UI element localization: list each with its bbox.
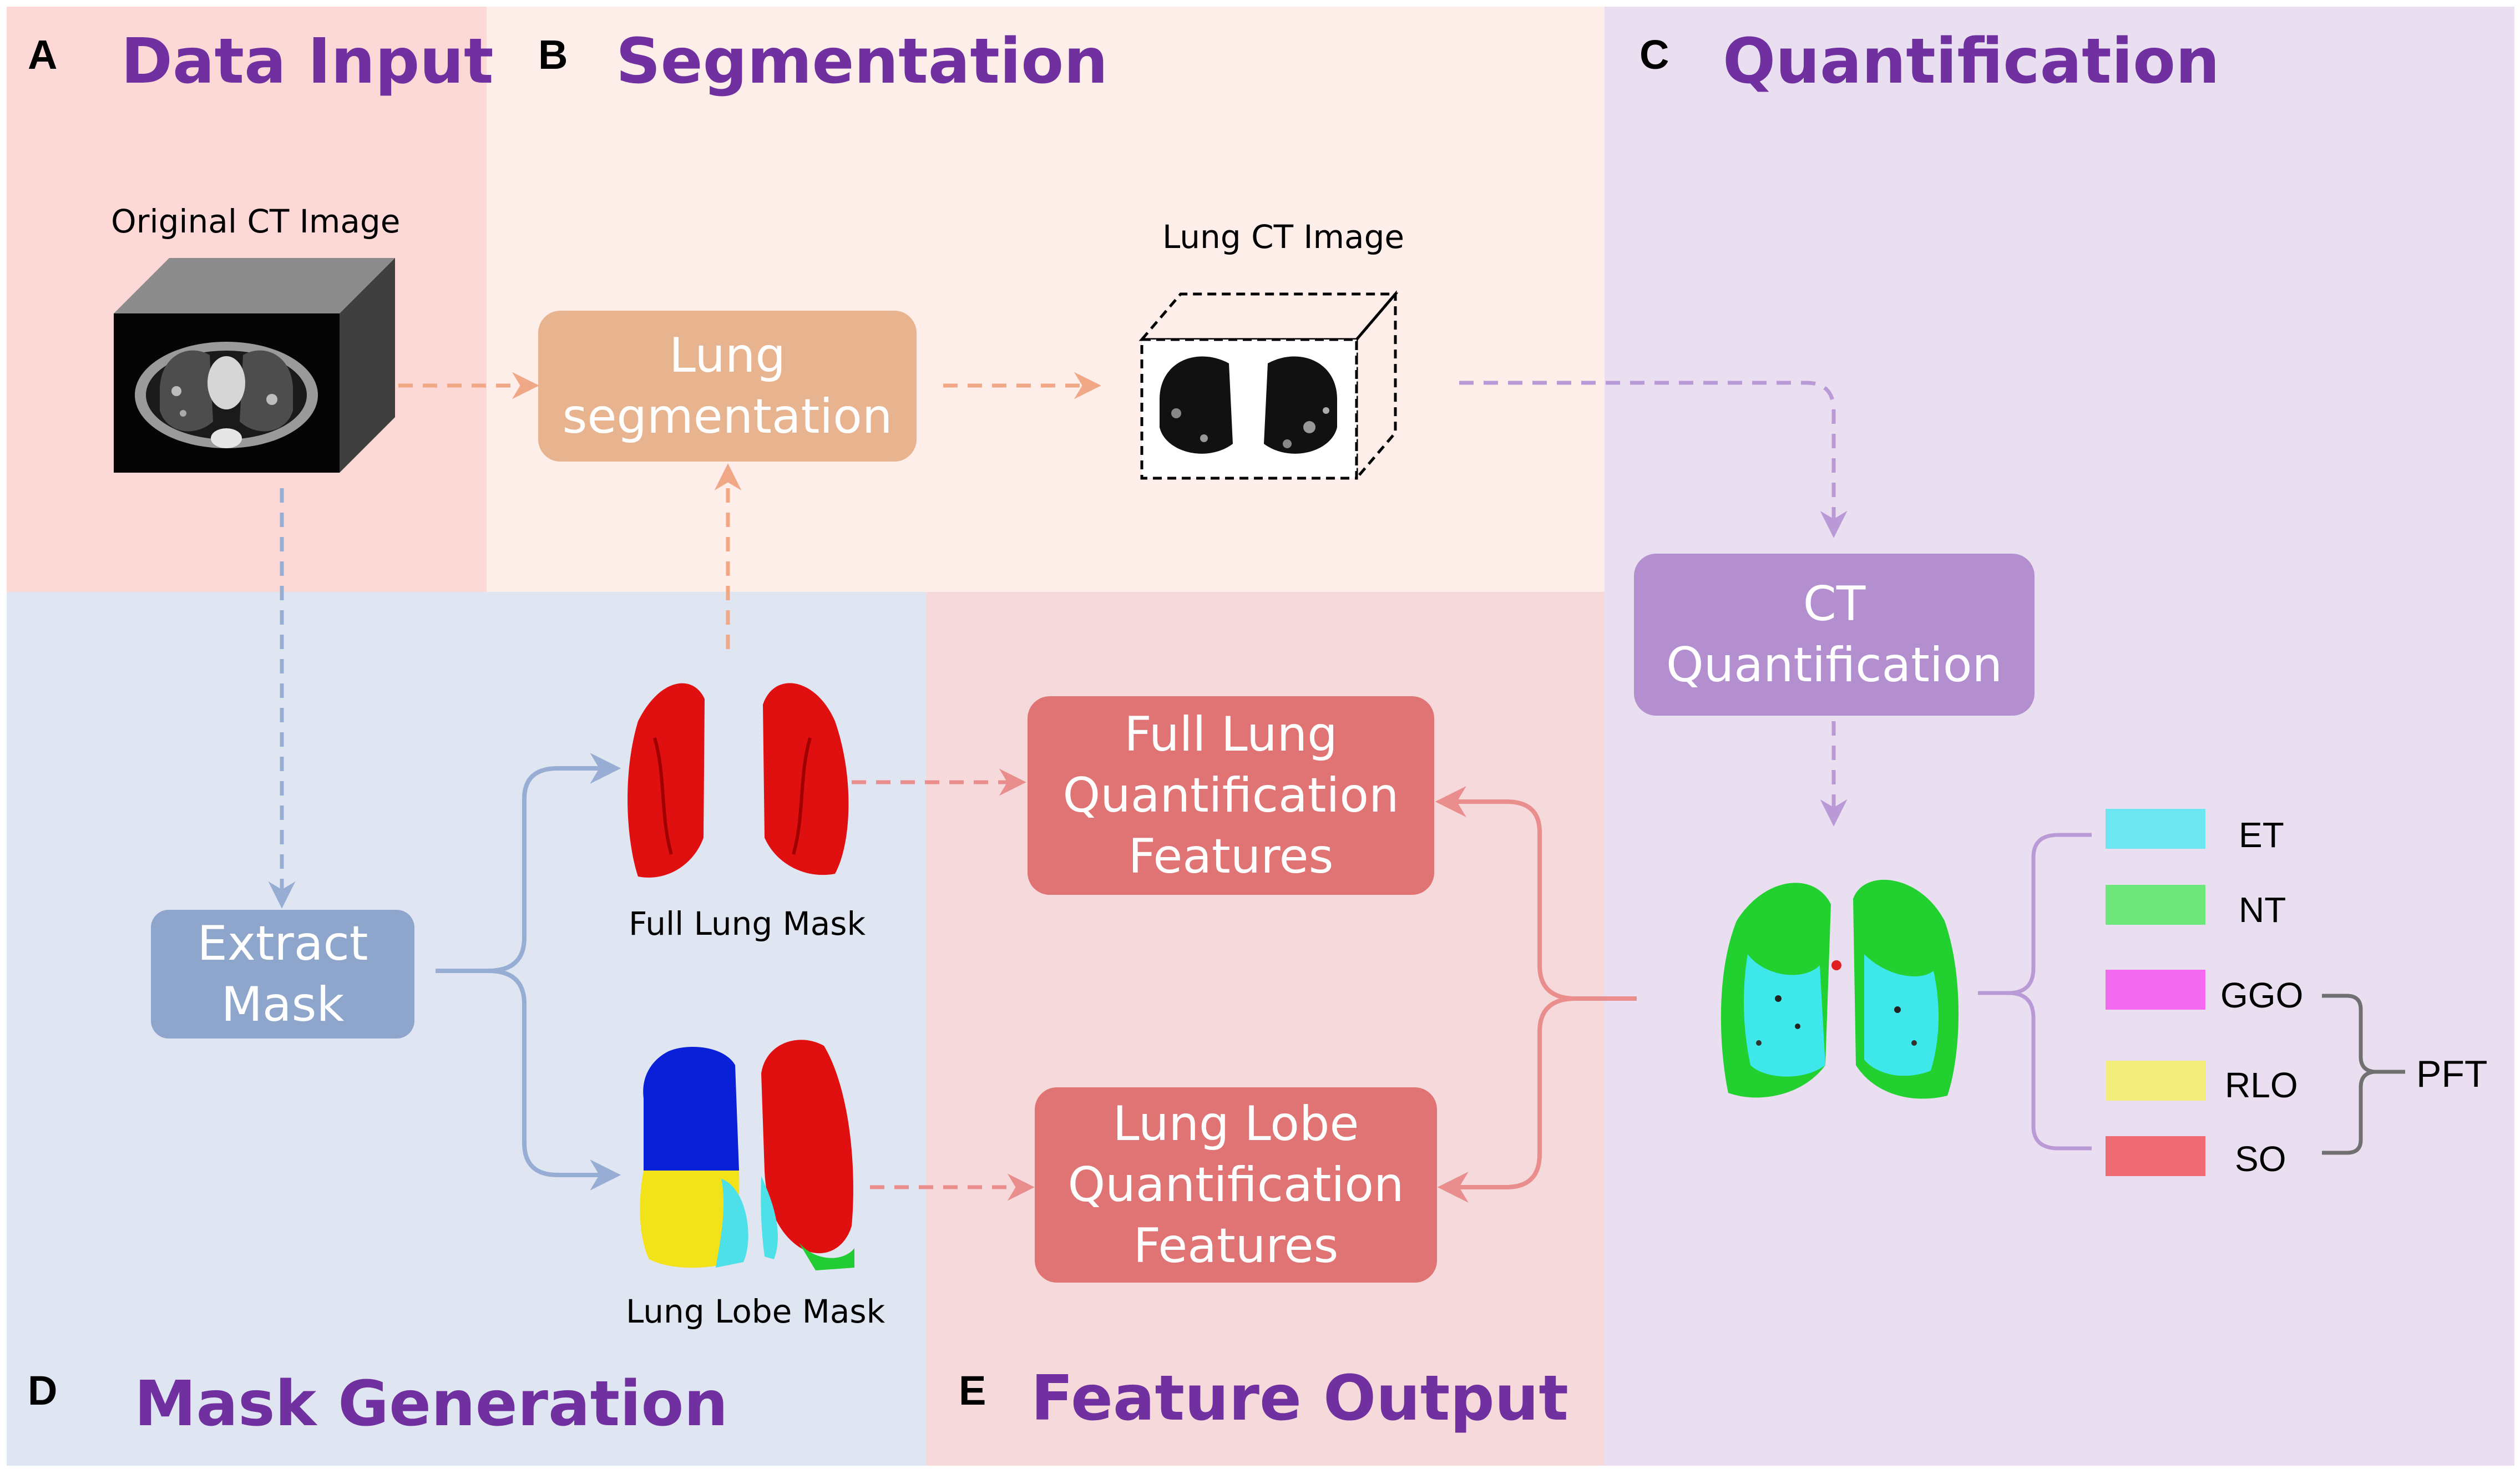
- lung-ct-caption: Lung CT Image: [1162, 218, 1405, 256]
- legend-swatch-rlo: [2106, 1061, 2205, 1101]
- legend-label-nt: NT: [2239, 890, 2286, 930]
- legend-swatch-nt: [2106, 885, 2205, 925]
- full-lung-mask-caption: Full Lung Mask: [629, 905, 866, 943]
- legend-swatch-ggo: [2106, 970, 2205, 1010]
- panel-b-background: [487, 7, 1605, 592]
- panel-a-letter: A: [28, 32, 58, 78]
- legend-brace: [1978, 833, 2092, 1151]
- lung-ct-image: [1138, 290, 1399, 482]
- original-ct-image: [114, 258, 395, 473]
- panel-a-title: Data Input: [121, 26, 494, 98]
- mask-split-connector: [436, 753, 621, 1191]
- legend-swatch-so: [2106, 1136, 2205, 1176]
- lung-lobe-features-box: Lung Lobe Quantification Features: [1035, 1087, 1437, 1283]
- panel-e-letter: E: [959, 1367, 986, 1414]
- pft-label: PFT: [2416, 1053, 2488, 1095]
- panel-c-title: Quantification: [1723, 26, 2220, 98]
- full-lung-features-box: Full Lung Quantification Features: [1028, 696, 1434, 895]
- panel-c-letter: C: [1639, 32, 1669, 78]
- arrow-lung-ct-to-quantification: [1459, 381, 1848, 538]
- legend-label-so: SO: [2235, 1139, 2286, 1179]
- legend-swatch-et: [2106, 809, 2205, 849]
- panel-d-letter: D: [28, 1367, 58, 1414]
- lung-lobe-mask-caption: Lung Lobe Mask: [626, 1293, 885, 1330]
- legend-label-rlo: RLO: [2225, 1065, 2298, 1105]
- panel-d-title: Mask Generation: [134, 1368, 728, 1440]
- legend-label-et: ET: [2239, 815, 2284, 855]
- panel-b-title: Segmentation: [616, 26, 1108, 98]
- ct-quantification-box: CT Quantification: [1634, 554, 2035, 716]
- legend-label-ggo: GGO: [2220, 975, 2304, 1015]
- panel-c-background: [1605, 7, 2514, 1466]
- lung-segmentation-box: Lung segmentation: [538, 311, 917, 462]
- panel-b-letter: B: [538, 32, 568, 78]
- lung-lobe-mask-image: [640, 1040, 854, 1270]
- pft-bracket: [2322, 994, 2405, 1155]
- feature-merge-connector: [1435, 786, 1637, 1203]
- panel-e-title: Feature Output: [1031, 1362, 1568, 1435]
- original-ct-caption: Original CT Image: [111, 202, 401, 240]
- extract-mask-box: Extract Mask: [151, 910, 414, 1039]
- full-lung-mask-image: [628, 683, 849, 878]
- quantified-lung-image: [1721, 879, 1959, 1099]
